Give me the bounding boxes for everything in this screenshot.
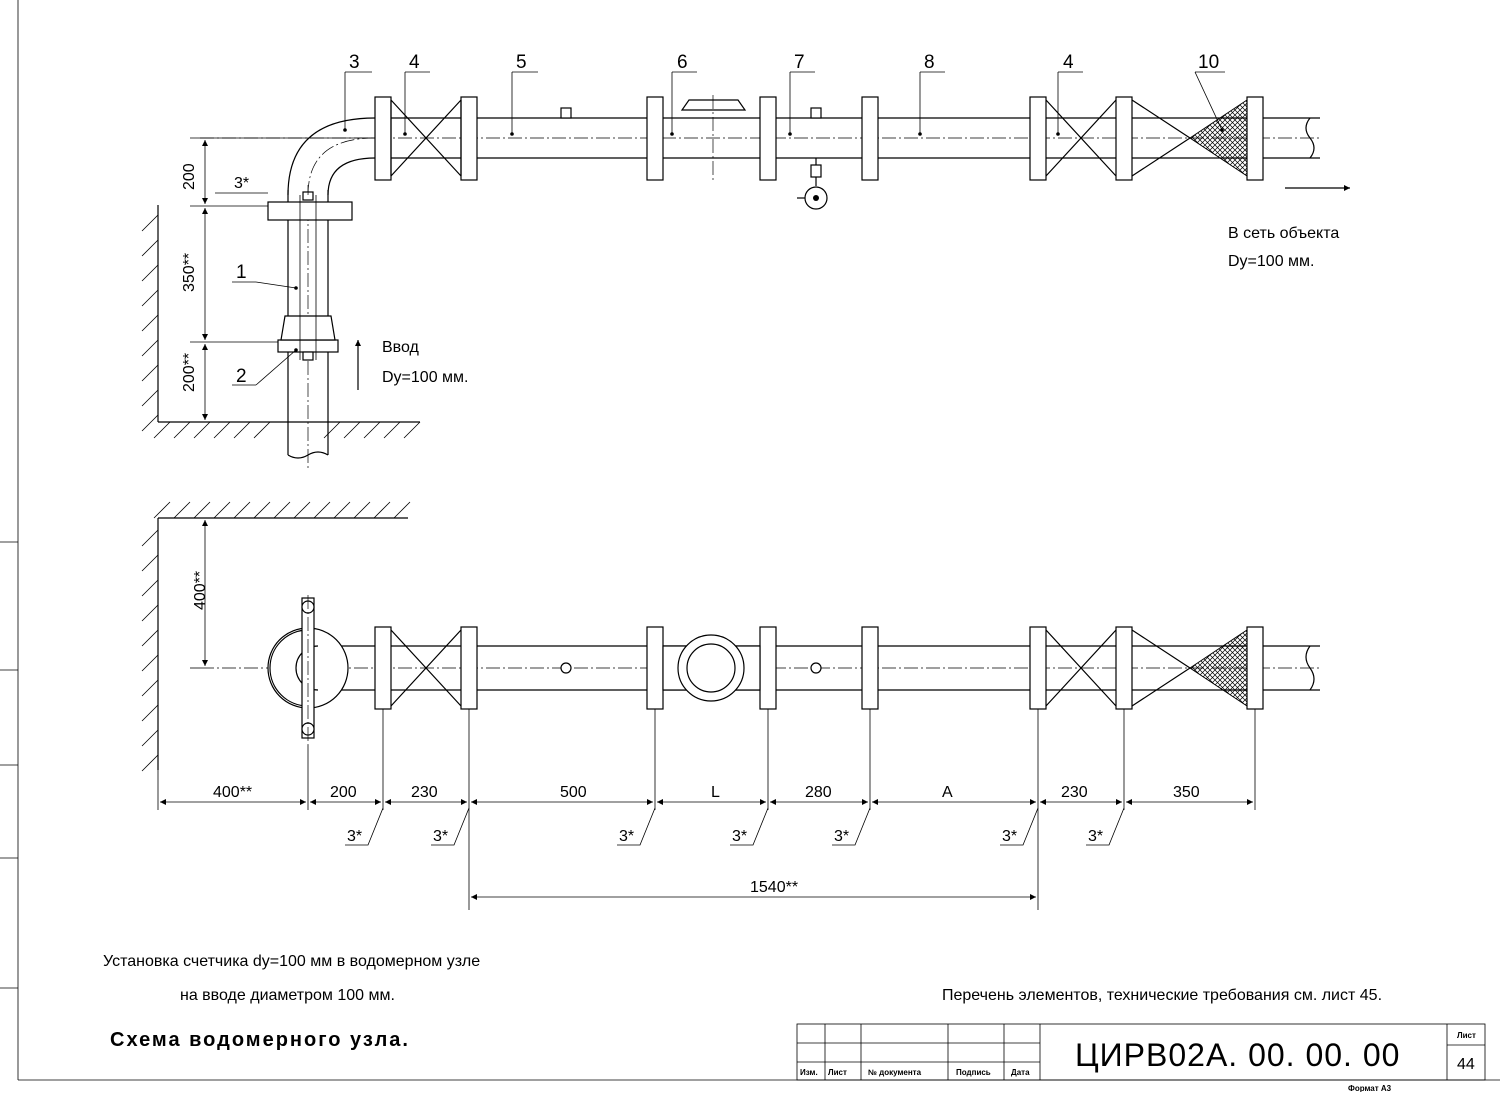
weld-1: 3* — [347, 828, 362, 845]
caption-line-1: Установка счетчика dy=100 мм в водомерно… — [103, 953, 480, 970]
weld-7: 3* — [1088, 828, 1103, 845]
label-4-right: 4 — [1063, 52, 1074, 73]
captions: Установка счетчика dy=100 мм в водомерно… — [103, 953, 1382, 1051]
label-7: 7 — [794, 52, 805, 73]
stamp-col-izm: Изм. — [800, 1068, 818, 1077]
sheet-number: 44 — [1457, 1056, 1475, 1073]
weld-4: 3* — [732, 828, 747, 845]
dim-1540: 1540** — [750, 879, 798, 896]
dim-230-right: 230 — [1061, 784, 1088, 801]
outlet-title: В сеть объекта — [1228, 225, 1339, 242]
dim-200-bottom: 200** — [181, 353, 198, 392]
bottom-view — [141, 501, 1320, 910]
diagram-title: Схема водомерного узла. — [110, 1029, 410, 1051]
reference-note: Перечень элементов, технические требован… — [942, 987, 1382, 1004]
label-2: 2 — [236, 366, 247, 387]
dim-280: 280 — [805, 784, 832, 801]
top-view — [141, 71, 1350, 470]
dim-350-bottom: 350 — [1173, 784, 1200, 801]
sheet-label: Лист — [1457, 1031, 1476, 1040]
wall-hatch-bottom — [141, 501, 411, 772]
caption-line-2: на вводе диаметром 100 мм. — [180, 987, 395, 1004]
dim-350: 350** — [181, 253, 198, 292]
document-code: ЦИРВ02А. 00. 00. 00 — [1075, 1037, 1400, 1073]
stamp-col-sign: Подпись — [956, 1068, 991, 1077]
stamp-col-date: Дата — [1011, 1068, 1030, 1077]
label-1: 1 — [236, 262, 247, 283]
dim-200-top: 200 — [181, 163, 198, 190]
weld-6: 3* — [1002, 828, 1017, 845]
label-10: 10 — [1198, 52, 1219, 73]
weld-3: 3* — [619, 828, 634, 845]
paper-format: Формат А3 — [1348, 1084, 1392, 1092]
dim-200: 200 — [330, 784, 357, 801]
wall-hatch-top — [141, 214, 421, 439]
label-4-left: 4 — [409, 52, 420, 73]
dim-L: L — [711, 784, 720, 801]
outlet-dy: Dy=100 мм. — [1228, 253, 1314, 270]
dim-230-left: 230 — [411, 784, 438, 801]
weld-2: 3* — [433, 828, 448, 845]
label-3: 3 — [349, 52, 360, 73]
top-flanges — [374, 96, 1264, 181]
dim-3-weld: 3* — [234, 175, 249, 192]
label-8: 8 — [924, 52, 935, 73]
dim-400: 400** — [213, 784, 252, 801]
dim-500: 500 — [560, 784, 587, 801]
inlet-title: Ввод — [382, 339, 420, 356]
stamp-col-list: Лист — [828, 1068, 847, 1077]
dim-400-vertical: 400** — [192, 571, 209, 610]
top-labels: 3 4 5 6 7 8 4 10 1 2 200 350** 200** 3* … — [181, 52, 1339, 392]
title-block: Изм. Лист № документа Подпись Дата ЦИРВ0… — [796, 1023, 1486, 1093]
inlet-dy: Dy=100 мм. — [382, 369, 468, 386]
label-5: 5 — [516, 52, 527, 73]
dim-A: A — [942, 784, 953, 801]
weld-5: 3* — [834, 828, 849, 845]
bottom-labels: 400** 400** 200 230 500 L 280 A 230 350 … — [192, 571, 1200, 896]
stamp-col-doc: № документа — [868, 1068, 922, 1077]
label-6: 6 — [677, 52, 688, 73]
